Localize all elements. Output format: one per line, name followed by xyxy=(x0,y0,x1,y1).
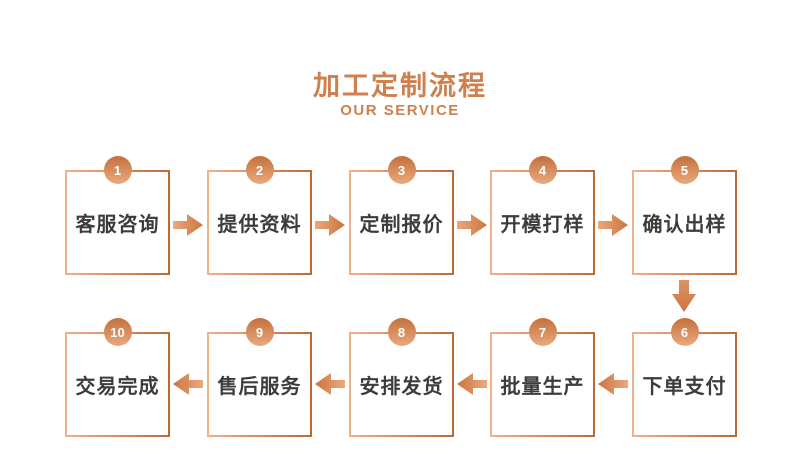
step-box-8: 8 安排发货 xyxy=(349,318,454,437)
step-label: 定制报价 xyxy=(359,214,444,236)
arrow-left-icon xyxy=(598,373,628,395)
step-number: 2 xyxy=(255,162,264,178)
arrow-right-icon xyxy=(598,214,628,236)
step-box-5: 5 确认出样 xyxy=(632,156,737,275)
step-number: 9 xyxy=(255,324,264,340)
step-number-badge: 5 xyxy=(670,156,699,184)
step-number-badge: 8 xyxy=(387,318,416,346)
arrow-down-icon xyxy=(672,280,696,312)
step-box-10: 10 交易完成 xyxy=(65,318,170,437)
step-box-3: 3 定制报价 xyxy=(349,156,454,275)
step-label: 安排发货 xyxy=(359,376,444,398)
step-number-badge: 7 xyxy=(528,318,557,346)
step-number: 5 xyxy=(680,162,689,178)
step-number-badge: 3 xyxy=(387,156,416,184)
step-label: 提供资料 xyxy=(217,214,302,236)
page-subtitle: OUR SERVICE xyxy=(340,102,460,119)
step-label: 客服咨询 xyxy=(75,214,160,236)
page-title: 加工定制流程 xyxy=(313,71,487,101)
step-number: 3 xyxy=(397,162,406,178)
step-label: 下单支付 xyxy=(642,376,727,398)
arrow-right-icon xyxy=(457,214,487,236)
step-number: 1 xyxy=(113,162,122,178)
step-number-badge: 6 xyxy=(670,318,699,346)
step-label: 售后服务 xyxy=(217,376,302,398)
step-number-badge: 10 xyxy=(103,318,132,346)
step-number: 10 xyxy=(110,324,125,340)
step-number-badge: 9 xyxy=(245,318,274,346)
step-number-badge: 4 xyxy=(528,156,557,184)
arrow-left-icon xyxy=(457,373,487,395)
step-label: 确认出样 xyxy=(642,214,727,236)
step-number: 8 xyxy=(397,324,406,340)
step-box-7: 7 批量生产 xyxy=(490,318,595,437)
step-box-4: 4 开模打样 xyxy=(490,156,595,275)
step-label: 开模打样 xyxy=(500,214,585,236)
step-box-1: 1 客服咨询 xyxy=(65,156,170,275)
arrow-right-icon xyxy=(173,214,203,236)
step-number-badge: 1 xyxy=(103,156,132,184)
arrow-right-icon xyxy=(315,214,345,236)
arrow-left-icon xyxy=(315,373,345,395)
step-box-2: 2 提供资料 xyxy=(207,156,312,275)
step-label: 交易完成 xyxy=(75,376,160,398)
step-number-badge: 2 xyxy=(245,156,274,184)
step-box-6: 6 下单支付 xyxy=(632,318,737,437)
step-number: 7 xyxy=(538,324,547,340)
step-label: 批量生产 xyxy=(500,376,585,398)
step-number: 6 xyxy=(680,324,689,340)
step-number: 4 xyxy=(538,162,547,178)
step-box-9: 9 售后服务 xyxy=(207,318,312,437)
arrow-left-icon xyxy=(173,373,203,395)
